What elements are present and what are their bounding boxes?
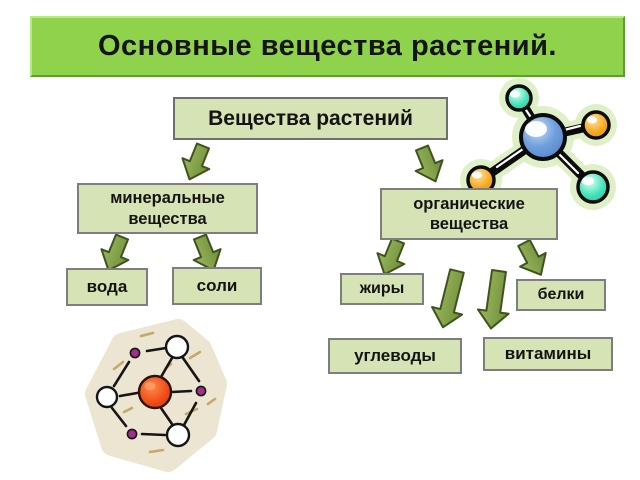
node-salts: соли	[172, 267, 262, 305]
node-label: жиры	[359, 280, 405, 298]
node-label: углеводы	[354, 345, 436, 365]
node-plant-substances: Вещества растений	[173, 97, 448, 140]
node-water: вода	[66, 268, 148, 306]
node-label: соли	[196, 275, 238, 295]
node-carbohydrates: углеводы	[328, 338, 462, 374]
node-label: витамины	[504, 343, 592, 363]
arrow-organics-to-proteins	[510, 235, 555, 283]
arrow-root-to-organics	[407, 141, 450, 188]
node-label: Вещества растений	[208, 106, 413, 130]
arrow-organics-to-vitamins	[474, 267, 516, 332]
arrow-root-to-minerals	[175, 139, 218, 186]
node-organic-substances: органические вещества	[380, 188, 558, 240]
node-label: белки	[537, 286, 585, 304]
slide-title: Основные вещества растений.	[98, 30, 557, 62]
node-label: органические вещества	[413, 194, 525, 233]
node-label: вода	[86, 276, 128, 296]
node-fats: жиры	[340, 273, 424, 305]
node-vitamins: витамины	[483, 337, 613, 371]
node-proteins: белки	[516, 279, 606, 311]
node-mineral-substances: минеральные вещества	[77, 183, 258, 234]
node-label: минеральные вещества	[110, 189, 225, 228]
arrow-organics-to-carbohydrates	[426, 266, 474, 333]
atom-model-icon	[85, 319, 227, 472]
slide-title-bar: Основные вещества растений.	[30, 16, 625, 77]
